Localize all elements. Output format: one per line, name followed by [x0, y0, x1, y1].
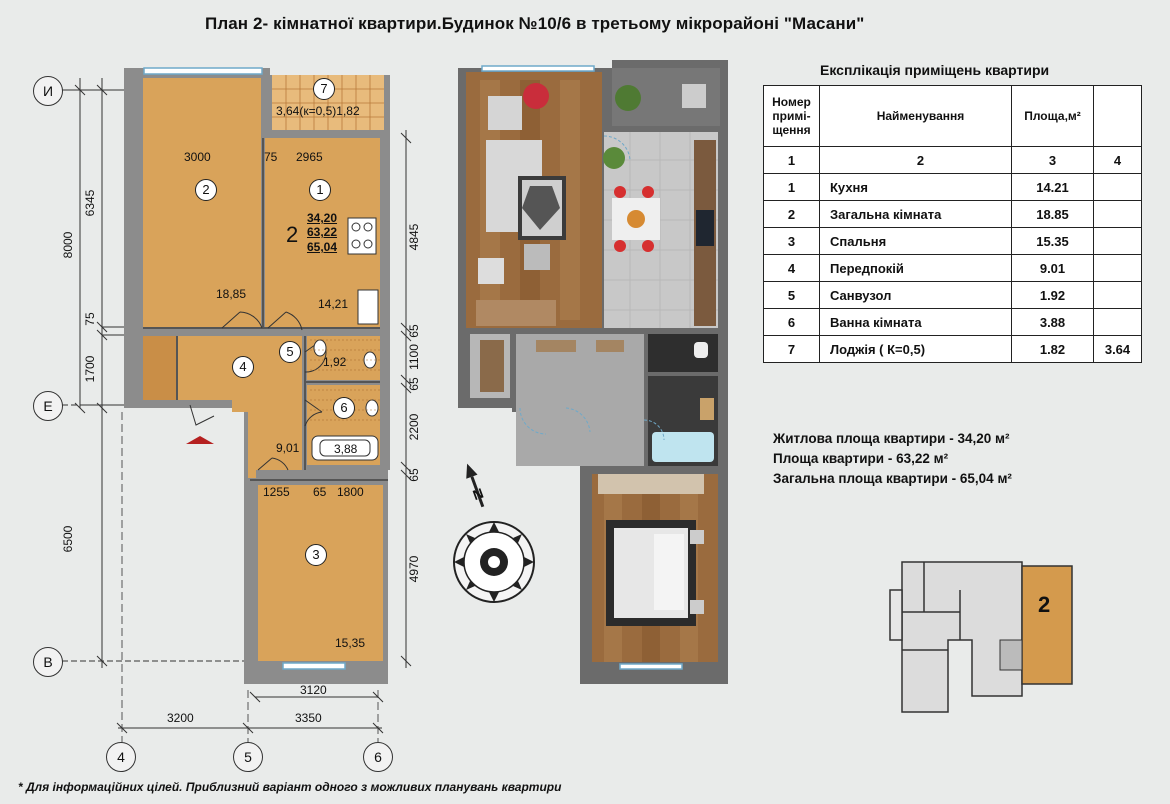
- badge-living-area: 34,20: [307, 211, 338, 225]
- dim-3120: 3120: [300, 683, 327, 697]
- dim-1255: 1255: [263, 485, 290, 499]
- summary-living-area: Житлова площа квартири - 34,20 м²: [773, 431, 1010, 446]
- row-num: 7: [763, 335, 820, 363]
- row-num: 1: [763, 173, 820, 201]
- axis-marker-5: 5: [233, 742, 263, 772]
- dim-3000: 3000: [184, 150, 211, 164]
- row-extra: [1093, 227, 1142, 255]
- badge-apartment-area: 63,22: [307, 225, 338, 239]
- summary-apartment-area: Площа квартири - 63,22 м²: [773, 451, 949, 466]
- room-area-1: 14,21: [318, 297, 349, 311]
- keyplan-apartment-label: 2: [1038, 592, 1051, 617]
- dim-8000: 8000: [61, 231, 75, 259]
- row-area: 3.88: [1011, 308, 1094, 336]
- column-number-2: 2: [819, 146, 1012, 174]
- apartment-number-badge: 2: [286, 222, 299, 247]
- row-area: 1.82: [1011, 335, 1094, 363]
- badge-total-area: 65,04: [307, 240, 338, 254]
- table-row: 4 Передпокій 9.01: [763, 254, 1142, 282]
- axis-marker-e: Е: [33, 391, 63, 421]
- loggia-area-label: 3,64(к=0,5)1,82: [276, 104, 360, 118]
- row-area: 1.92: [1011, 281, 1094, 309]
- row-name: Лоджія ( К=0,5): [819, 335, 1012, 363]
- row-area: 15.35: [1011, 227, 1094, 255]
- row-name: Загальна кімната: [819, 200, 1012, 228]
- row-num: 6: [763, 308, 820, 336]
- row-name: Ванна кімната: [819, 308, 1012, 336]
- room-number-5: 5: [279, 341, 301, 363]
- row-extra: [1093, 200, 1142, 228]
- room-number-2: 2: [195, 179, 217, 201]
- header-name: Найменування: [819, 85, 1012, 147]
- dim-2965: 2965: [296, 150, 323, 164]
- row-name: Передпокій: [819, 254, 1012, 282]
- room-number-3: 3: [305, 544, 327, 566]
- row-num: 4: [763, 254, 820, 282]
- explication-table: Номер примі- щення Найменування Площа,м²…: [763, 85, 1142, 363]
- axis-marker-4: 4: [106, 742, 136, 772]
- row-extra: [1093, 254, 1142, 282]
- dim-75-left: 75: [83, 312, 97, 326]
- table-row: 2 Загальна кімната 18.85: [763, 200, 1142, 228]
- column-number-1: 1: [763, 146, 820, 174]
- table-row: 5 Санвузол 1.92: [763, 281, 1142, 309]
- row-name: Санвузол: [819, 281, 1012, 309]
- room-area-6: 3,88: [334, 442, 358, 456]
- room-number-7: 7: [313, 78, 335, 100]
- row-name: Кухня: [819, 173, 1012, 201]
- dim-6345: 6345: [83, 189, 97, 217]
- dim-65-inner: 65: [313, 485, 327, 499]
- row-extra: 3.64: [1093, 335, 1142, 363]
- table-row: 6 Ванна кімната 3.88: [763, 308, 1142, 336]
- axis-marker-v: В: [33, 647, 63, 677]
- column-number-3: 3: [1011, 146, 1094, 174]
- dim-75-inner: 75: [264, 150, 278, 164]
- header-room-number: Номер примі- щення: [763, 85, 820, 147]
- row-extra: [1093, 308, 1142, 336]
- table-row: 1 Кухня 14.21: [763, 173, 1142, 201]
- dim-4970: 4970: [407, 555, 421, 583]
- axis-marker-6: 6: [363, 742, 393, 772]
- row-extra: [1093, 281, 1142, 309]
- header-area: Площа,м²: [1011, 85, 1094, 147]
- dim-6500: 6500: [61, 525, 75, 553]
- row-num: 5: [763, 281, 820, 309]
- room-number-1: 1: [309, 179, 331, 201]
- axis-marker-i: И: [33, 76, 63, 106]
- dim-2200: 2200: [407, 413, 421, 441]
- table-row: 7 Лоджія ( К=0,5) 1.82 3.64: [763, 335, 1142, 363]
- dim-3200: 3200: [167, 711, 194, 725]
- dim-3350: 3350: [295, 711, 322, 725]
- room-area-3: 15,35: [335, 636, 366, 650]
- dim-1700: 1700: [83, 355, 97, 383]
- row-area: 9.01: [1011, 254, 1094, 282]
- page-title: План 2- кімнатної квартири.Будинок №10/6…: [205, 14, 865, 33]
- footnote: * Для інформаційних цілей. Приблизний ва…: [18, 780, 562, 794]
- row-extra: [1093, 173, 1142, 201]
- dim-65-b: 65: [407, 377, 421, 391]
- row-num: 3: [763, 227, 820, 255]
- explication-title: Експлікація приміщень квартири: [820, 62, 1050, 78]
- dim-4845: 4845: [407, 223, 421, 251]
- row-area: 14.21: [1011, 173, 1094, 201]
- room-area-4: 9,01: [276, 441, 300, 455]
- header-extra: [1093, 85, 1142, 147]
- row-num: 2: [763, 200, 820, 228]
- summary-total-area: Загальна площа квартири - 65,04 м²: [773, 471, 1012, 486]
- row-area: 18.85: [1011, 200, 1094, 228]
- table-row: 3 Спальня 15.35: [763, 227, 1142, 255]
- room-area-2: 18,85: [216, 287, 247, 301]
- room-number-6: 6: [333, 397, 355, 419]
- room-area-5: 1,92: [323, 355, 347, 369]
- row-name: Спальня: [819, 227, 1012, 255]
- room-number-4: 4: [232, 356, 254, 378]
- column-number-4: 4: [1093, 146, 1142, 174]
- dim-65-c: 65: [407, 468, 421, 482]
- dim-1800: 1800: [337, 485, 364, 499]
